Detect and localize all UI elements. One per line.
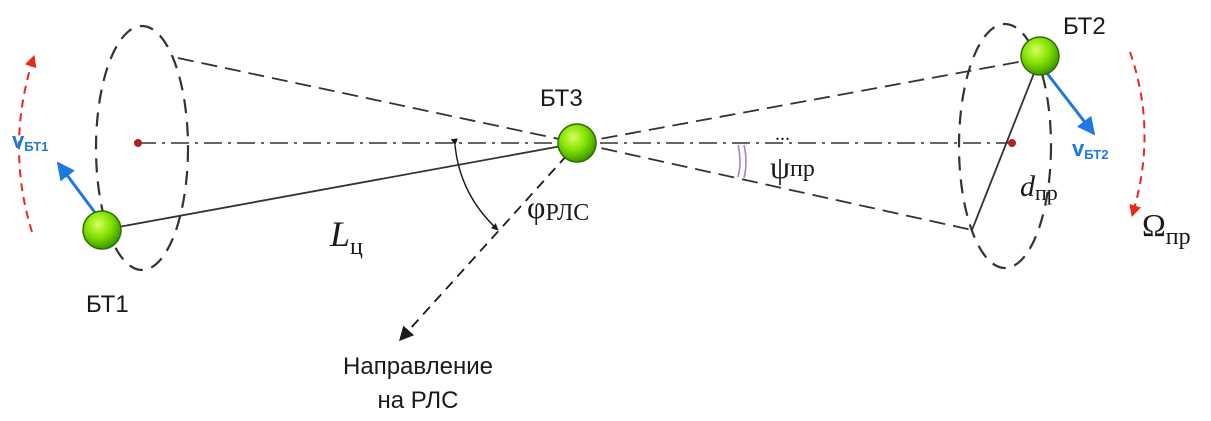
cone-line-left-upper [177,57,579,144]
diameter-label: dпр [1020,170,1058,205]
velocity-arrow-bt1 [56,161,98,215]
velocity-bt2-sub: БТ2 [1084,147,1108,162]
omega-sub: пр [1166,224,1191,250]
diameter-sub: пр [1035,180,1058,205]
body-bt2-ball [1020,36,1060,76]
right-rotation-arrow [1129,51,1146,218]
velocity-bt1-sub: БТ1 [24,139,48,154]
phi-angle-arc [450,138,499,231]
right-axis-center-dot [1008,139,1016,147]
radar-direction-line1: Направление [343,353,493,380]
radar-direction-arrow [399,142,579,342]
cone-line-right-lower [577,142,973,231]
distance-label: Lц [329,214,363,260]
distance-main: L [329,214,350,254]
cone-line-right-upper [577,57,1041,144]
psi-label: ψпр [770,149,815,185]
diameter-line [971,57,1041,231]
velocity-arrow-bt2 [1044,71,1096,136]
psi-angle-arc-outer [737,144,741,178]
left-rotation-arrow [18,54,37,233]
cone-line-left-lower [101,142,579,231]
phi-sub: РЛС [545,200,589,226]
body-bt1-ball [82,210,122,250]
left-axis-center-dot [134,139,142,147]
psi-main: ψ [770,149,790,185]
bt3-label: БТ3 [540,85,583,112]
body-bt3-ball [557,123,597,163]
psi-sub: пр [790,156,815,182]
phi-label: φРЛС [527,189,589,226]
velocity-bt1-main: v [12,128,25,153]
omega-label: Ωпр [1142,207,1191,250]
bt2-label: БТ2 [1063,13,1106,40]
velocity-label-bt1: vБТ1 [12,128,48,154]
right-rotation-ellipse [957,22,1053,270]
omega-main: Ω [1142,207,1166,243]
phi-main: φ [527,189,545,225]
left-rotation-ellipse [94,24,190,272]
distance-sub: ц [350,234,363,260]
psi-angle-arc [743,144,747,179]
velocity-label-bt2: vБТ2 [1072,136,1108,162]
radar-direction-line2: на РЛС [377,387,458,414]
diameter-main: d [1020,170,1036,203]
psi-label-dots: ... [775,123,790,145]
bt1-label: БТ1 [86,291,129,318]
velocity-bt2-main: v [1072,136,1085,161]
